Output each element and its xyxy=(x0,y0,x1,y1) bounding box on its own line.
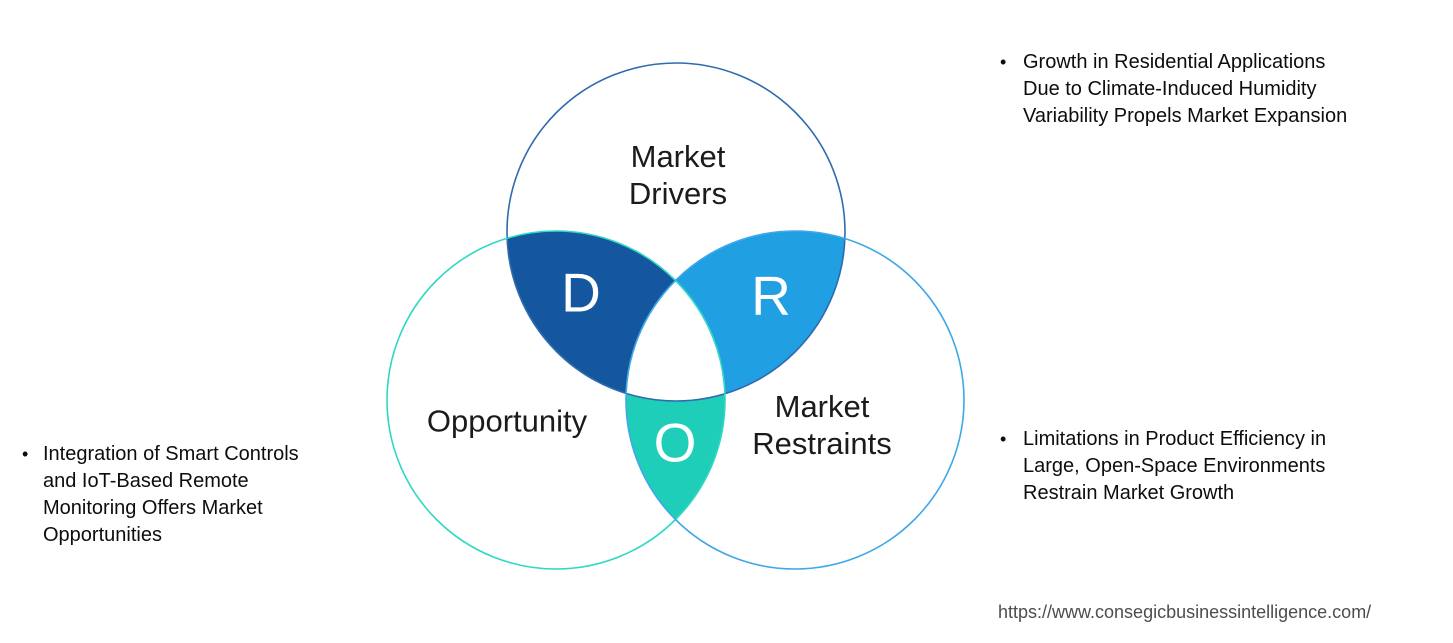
opportunity-circle-label: Opportunity xyxy=(426,403,588,439)
source-url-link[interactable]: https://www.consegicbusinessintelligence… xyxy=(998,602,1372,622)
drivers-annotation: • Growth in Residential Applications Due… xyxy=(1000,49,1430,130)
intersection-r-letter: R xyxy=(751,264,791,327)
intersection-o-letter: O xyxy=(653,411,697,474)
restraints-circle-label: Market Restraints xyxy=(752,389,892,461)
bullet-icon: • xyxy=(22,444,29,464)
bullet-icon: • xyxy=(1000,52,1007,72)
restraints-annotation-text: Limitations in Product Efficiency in Lar… xyxy=(1023,428,1327,504)
drivers-circle-label: Market Drivers xyxy=(628,139,728,211)
drivers-circle-outline xyxy=(506,62,846,402)
restraints-annotation: • Limitations in Product Efficiency in L… xyxy=(1000,426,1430,507)
restraints-circle-outline xyxy=(625,230,965,570)
opportunity-annotation-text: Integration of Smart Controls and IoT-Ba… xyxy=(43,443,299,546)
drivers-annotation-text: Growth in Residential Applications Due t… xyxy=(1023,51,1348,127)
intersection-d-letter: D xyxy=(561,261,601,324)
opportunity-annotation: • Integration of Smart Controls and IoT-… xyxy=(22,441,382,549)
bullet-icon: • xyxy=(1000,429,1007,449)
opportunity-circle-outline xyxy=(386,230,726,570)
